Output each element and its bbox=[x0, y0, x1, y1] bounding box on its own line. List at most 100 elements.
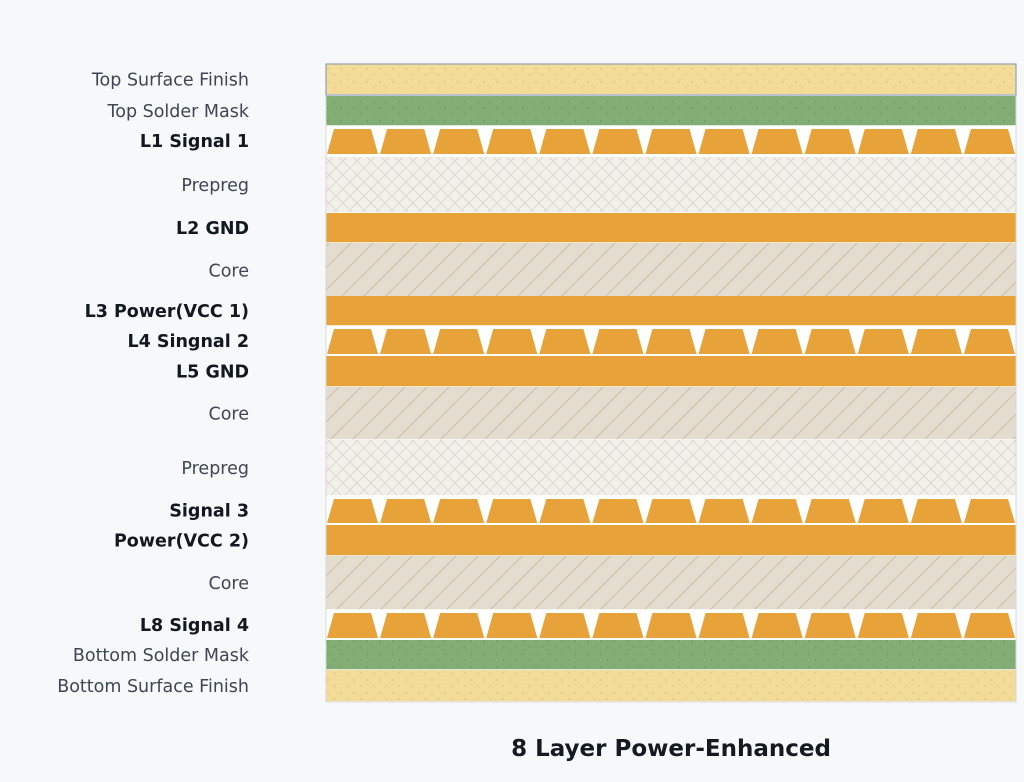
layer-mask bbox=[326, 96, 1016, 127]
layer-mask bbox=[326, 640, 1016, 671]
signal-trace bbox=[910, 129, 962, 154]
signal-trace bbox=[327, 129, 379, 154]
layer-label: Power(VCC 2) bbox=[114, 532, 249, 552]
signal-trace bbox=[380, 613, 432, 638]
layer-plane bbox=[326, 213, 1016, 244]
signal-trace bbox=[857, 613, 909, 638]
layer-label: Prepreg bbox=[181, 459, 249, 479]
layer-label: L8 Signal 4 bbox=[140, 616, 249, 636]
signal-trace bbox=[963, 329, 1015, 354]
layer-label: L4 Singnal 2 bbox=[127, 332, 249, 352]
signal-trace bbox=[910, 499, 962, 523]
layer-label: Core bbox=[208, 405, 249, 425]
signal-trace bbox=[804, 613, 856, 638]
layer-label: L3 Power(VCC 1) bbox=[85, 302, 249, 322]
signal-trace bbox=[539, 499, 591, 523]
signal-trace bbox=[327, 613, 379, 638]
layer-band bbox=[326, 296, 1016, 326]
layer-signal bbox=[326, 126, 1016, 157]
layer-plane bbox=[326, 356, 1016, 388]
layer-core bbox=[326, 243, 1016, 299]
signal-trace bbox=[539, 613, 591, 638]
signal-trace bbox=[857, 129, 909, 154]
layer-texture bbox=[326, 640, 1016, 670]
signal-trace bbox=[751, 129, 803, 154]
layer-plane bbox=[326, 525, 1016, 557]
top-finish-outline bbox=[325, 63, 1017, 96]
signal-trace bbox=[804, 499, 856, 523]
signal-trace bbox=[698, 129, 750, 154]
signal-trace bbox=[751, 329, 803, 354]
layer-texture bbox=[326, 670, 1016, 702]
layer-label: Signal 3 bbox=[169, 502, 249, 522]
signal-trace bbox=[380, 499, 432, 523]
signal-trace bbox=[963, 613, 1015, 638]
layer-signal bbox=[326, 610, 1016, 641]
signal-trace bbox=[433, 613, 485, 638]
diagram-title: 8 Layer Power-Enhanced bbox=[511, 736, 831, 762]
signal-trace bbox=[539, 129, 591, 154]
layer-label: Core bbox=[208, 262, 249, 282]
signal-trace bbox=[857, 329, 909, 354]
signal-trace bbox=[804, 329, 856, 354]
layer-label: L5 GND bbox=[176, 363, 249, 383]
layer-texture bbox=[326, 64, 1016, 95]
signal-trace bbox=[380, 129, 432, 154]
layer-band bbox=[326, 525, 1016, 556]
layer-signal bbox=[326, 326, 1016, 357]
signal-trace bbox=[645, 129, 697, 154]
layer-texture bbox=[326, 440, 1016, 496]
layer-texture bbox=[326, 556, 1016, 610]
layer-prepreg bbox=[326, 157, 1016, 214]
signal-trace bbox=[592, 499, 644, 523]
layer-core bbox=[326, 556, 1016, 611]
signal-trace bbox=[698, 329, 750, 354]
layer-band bbox=[326, 356, 1016, 387]
signal-trace bbox=[751, 613, 803, 638]
layer-label: Bottom Surface Finish bbox=[57, 677, 249, 697]
signal-trace bbox=[327, 499, 379, 523]
signal-trace bbox=[751, 499, 803, 523]
signal-trace bbox=[592, 129, 644, 154]
signal-trace bbox=[539, 329, 591, 354]
layer-label: Top Surface Finish bbox=[91, 71, 249, 91]
signal-trace bbox=[327, 329, 379, 354]
signal-trace bbox=[645, 499, 697, 523]
signal-trace bbox=[486, 499, 538, 523]
layer-label: Bottom Solder Mask bbox=[73, 646, 250, 666]
layer-signal bbox=[326, 496, 1016, 526]
layer-label: L1 Signal 1 bbox=[140, 132, 249, 152]
signal-trace bbox=[486, 329, 538, 354]
signal-trace bbox=[698, 499, 750, 523]
signal-trace bbox=[910, 329, 962, 354]
layer-prepreg bbox=[326, 440, 1016, 497]
layer-finish bbox=[326, 64, 1016, 96]
signal-trace bbox=[592, 329, 644, 354]
signal-trace bbox=[910, 613, 962, 638]
layer-texture bbox=[326, 243, 1016, 298]
signal-trace bbox=[698, 613, 750, 638]
signal-trace bbox=[592, 613, 644, 638]
layer-plane bbox=[326, 296, 1016, 327]
signal-trace bbox=[963, 499, 1015, 523]
layer-label: L2 GND bbox=[176, 219, 249, 239]
layer-core bbox=[326, 387, 1016, 441]
signal-trace bbox=[380, 329, 432, 354]
signal-trace bbox=[433, 129, 485, 154]
signal-trace bbox=[433, 329, 485, 354]
signal-trace bbox=[804, 129, 856, 154]
layer-label: Core bbox=[208, 574, 249, 594]
signal-trace bbox=[963, 129, 1015, 154]
signal-trace bbox=[486, 129, 538, 154]
signal-trace bbox=[486, 613, 538, 638]
signal-trace bbox=[645, 329, 697, 354]
layer-texture bbox=[326, 387, 1016, 440]
layer-band bbox=[326, 213, 1016, 243]
signal-trace bbox=[857, 499, 909, 523]
layer-finish bbox=[326, 670, 1016, 703]
layer-texture bbox=[326, 96, 1016, 126]
layer-texture bbox=[326, 157, 1016, 213]
layer-label: Top Solder Mask bbox=[107, 102, 250, 122]
signal-trace bbox=[433, 499, 485, 523]
